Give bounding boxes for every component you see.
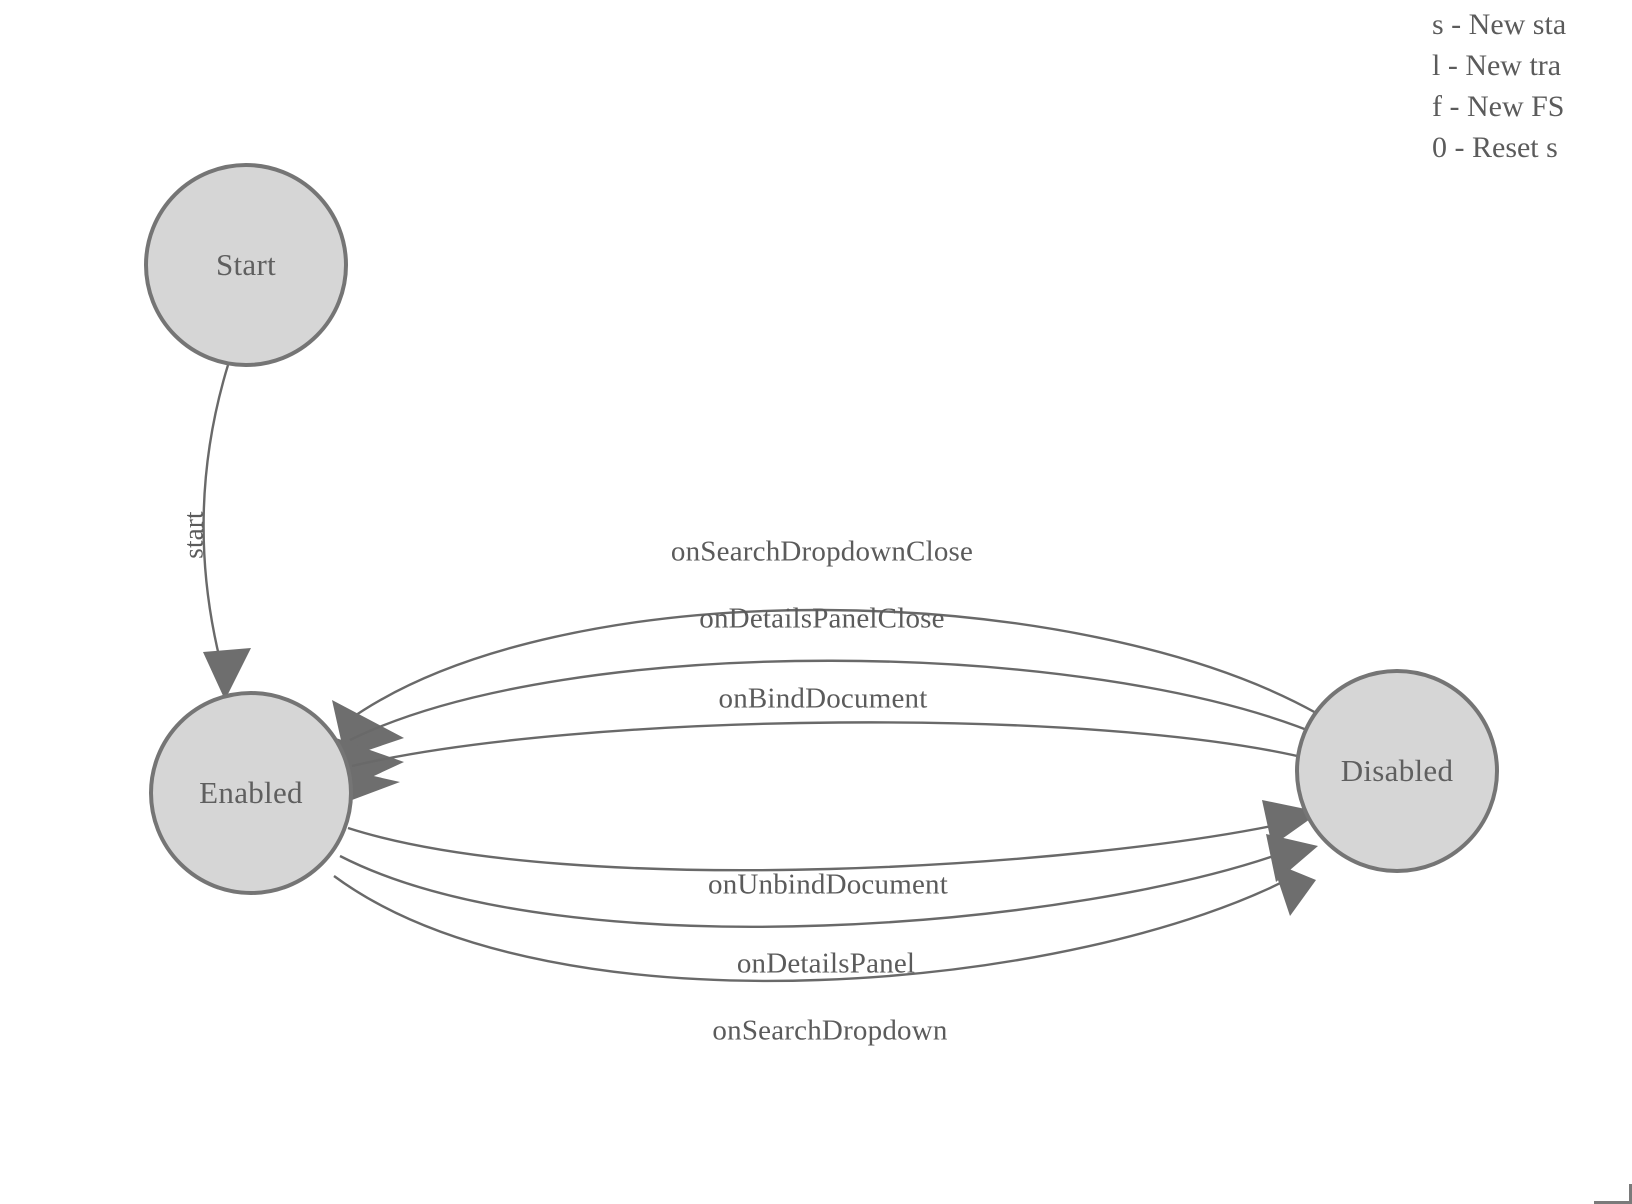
canvas-resize-corner[interactable] — [1594, 1184, 1632, 1204]
state-label-enabled: Enabled — [199, 775, 303, 810]
edge-details-panel-path[interactable] — [339, 846, 1297, 928]
edge-search-dropdown-arrowhead — [1272, 862, 1316, 916]
edge-unbind-document-path[interactable] — [347, 818, 1301, 872]
state-node-disabled[interactable] — [1295, 669, 1499, 873]
edge-start-enabled-arrowhead — [203, 648, 251, 700]
edge-label-details-panel-close: onDetailsPanelClose — [699, 602, 945, 635]
edge-label-unbind-document: onUnbindDocument — [707, 868, 949, 901]
edge-label-search-dropdown-close: onSearchDropdownClose — [670, 535, 974, 568]
edge-label-search-dropdown: onSearchDropdown — [712, 1014, 948, 1047]
help-line-new-fsm: f - New FS — [1432, 90, 1565, 123]
help-line-new-state: s - New sta — [1432, 8, 1567, 41]
state-label-disabled: Disabled — [1340, 753, 1454, 788]
edge-start-enabled-path[interactable] — [202, 364, 230, 661]
state-label-start: Start — [215, 247, 277, 282]
edge-bind-document-path[interactable] — [351, 721, 1315, 768]
state-node-enabled[interactable] — [149, 691, 353, 895]
state-node-start[interactable] — [144, 163, 348, 367]
edge-label-start: start — [178, 511, 209, 559]
edge-details-panel-close-path[interactable] — [349, 659, 1323, 742]
edge-search-dropdown-path[interactable] — [333, 872, 1299, 983]
edge-label-bind-document: onBindDocument — [718, 682, 928, 715]
edge-label-details-panel: onDetailsPanel — [736, 947, 916, 980]
help-line-new-transition: l - New tra — [1432, 49, 1562, 82]
help-line-reset: 0 - Reset s — [1432, 131, 1558, 164]
edge-search-dropdown-close-path[interactable] — [345, 608, 1319, 723]
edge-bind-document-arrowhead — [338, 768, 400, 800]
keyboard-shortcuts-help: s - New sta l - New tra f - New FS 0 - R… — [1432, 0, 1632, 168]
